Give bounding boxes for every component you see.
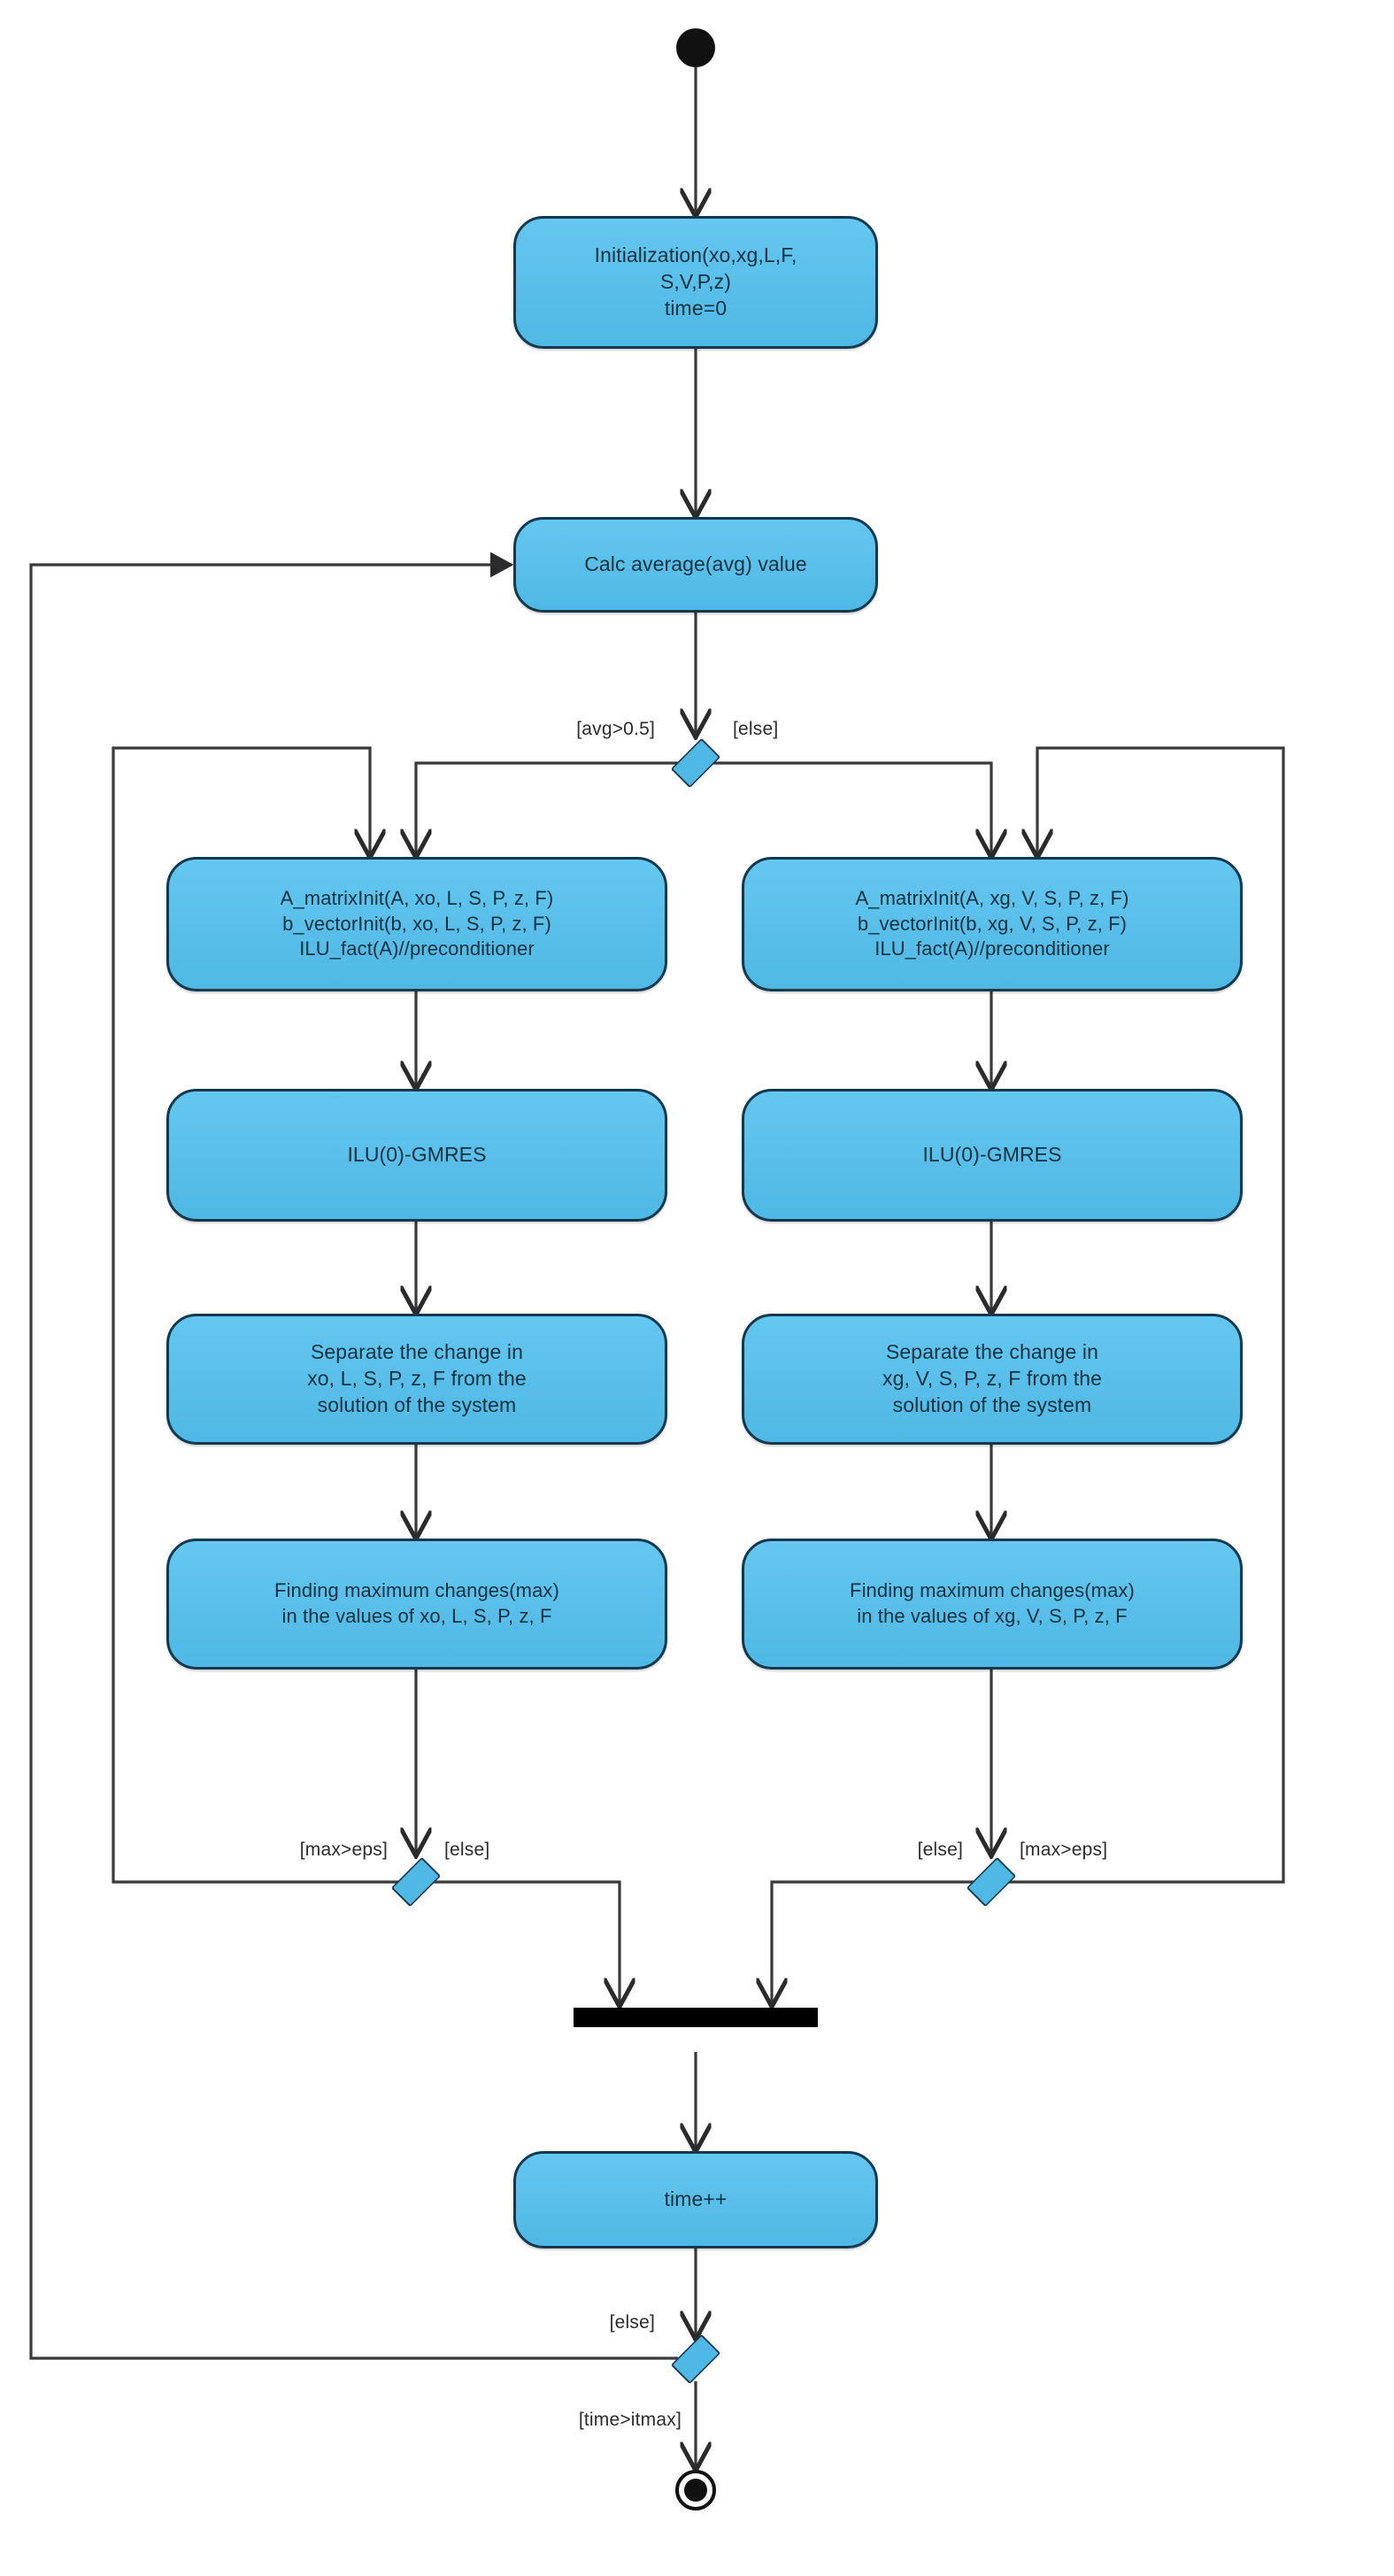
guard-right-max-greater: [max>eps] [1020,1839,1108,1860]
activity-right-matrix-init-label: A_matrixInit(A, xg, V, S, P, z, F) b_vec… [855,887,1129,960]
guard-time-itmax: [time>itmax] [578,2410,682,2430]
guard-right-max-else: [else] [917,1839,963,1860]
activity-right-solver-label: ILU(0)-GMRES [922,1143,1062,1167]
activity-calc-average-label: Calc average(avg) value [584,552,807,576]
decision-avg[interactable] [670,737,721,789]
decision-right-max-diamond [966,1856,1017,1908]
activity-left-separate[interactable]: Separate the change in xo, L, S, P, z, F… [166,1314,667,1445]
decision-left-max[interactable] [390,1856,442,1908]
activity-calc-average[interactable]: Calc average(avg) value [513,517,878,613]
activity-left-finding-max[interactable]: Finding maximum changes(max) in the valu… [166,1539,667,1670]
activity-initialization-label: Initialization(xo,xg,L,F, S,V,P,z) time=… [594,243,797,320]
decision-left-max-diamond [390,1856,442,1908]
activity-right-matrix-init[interactable]: A_matrixInit(A, xg, V, S, P, z, F) b_vec… [742,857,1243,991]
activity-time-increment-label: time++ [664,2187,728,2211]
decision-right-max[interactable] [966,1856,1017,1908]
activity-right-finding-max-label: Finding maximum changes(max) in the valu… [850,1579,1135,1627]
start-node [676,28,715,67]
activity-time-increment[interactable]: time++ [513,2151,878,2248]
activity-initialization[interactable]: Initialization(xo,xg,L,F, S,V,P,z) time=… [513,216,878,349]
decision-avg-diamond [670,737,721,789]
activity-left-solver-label: ILU(0)-GMRES [347,1143,487,1167]
activity-left-separate-label: Separate the change in xo, L, S, P, z, F… [307,1340,527,1416]
guard-time-else: [else] [609,2312,655,2333]
activity-right-separate[interactable]: Separate the change in xg, V, S, P, z, F… [742,1314,1243,1445]
decision-time[interactable] [670,2333,721,2385]
activity-left-solver[interactable]: ILU(0)-GMRES [166,1089,667,1222]
join-bar [574,2008,818,2027]
activity-right-solver[interactable]: ILU(0)-GMRES [742,1089,1243,1222]
guard-avg-else: [else] [733,719,779,739]
guard-avg-greater: [avg>0.5] [576,719,655,739]
activity-left-matrix-init[interactable]: A_matrixInit(A, xo, L, S, P, z, F) b_vec… [166,857,667,991]
activity-right-separate-label: Separate the change in xg, V, S, P, z, F… [882,1340,1103,1416]
end-node [675,2470,716,2510]
activity-left-finding-max-label: Finding maximum changes(max) in the valu… [274,1579,559,1627]
activity-left-matrix-init-label: A_matrixInit(A, xo, L, S, P, z, F) b_vec… [280,887,554,960]
decision-time-diamond [670,2333,721,2385]
activity-right-finding-max[interactable]: Finding maximum changes(max) in the valu… [742,1539,1243,1670]
guard-left-max-greater: [max>eps] [299,1839,388,1860]
guard-left-max-else: [else] [444,1839,490,1860]
